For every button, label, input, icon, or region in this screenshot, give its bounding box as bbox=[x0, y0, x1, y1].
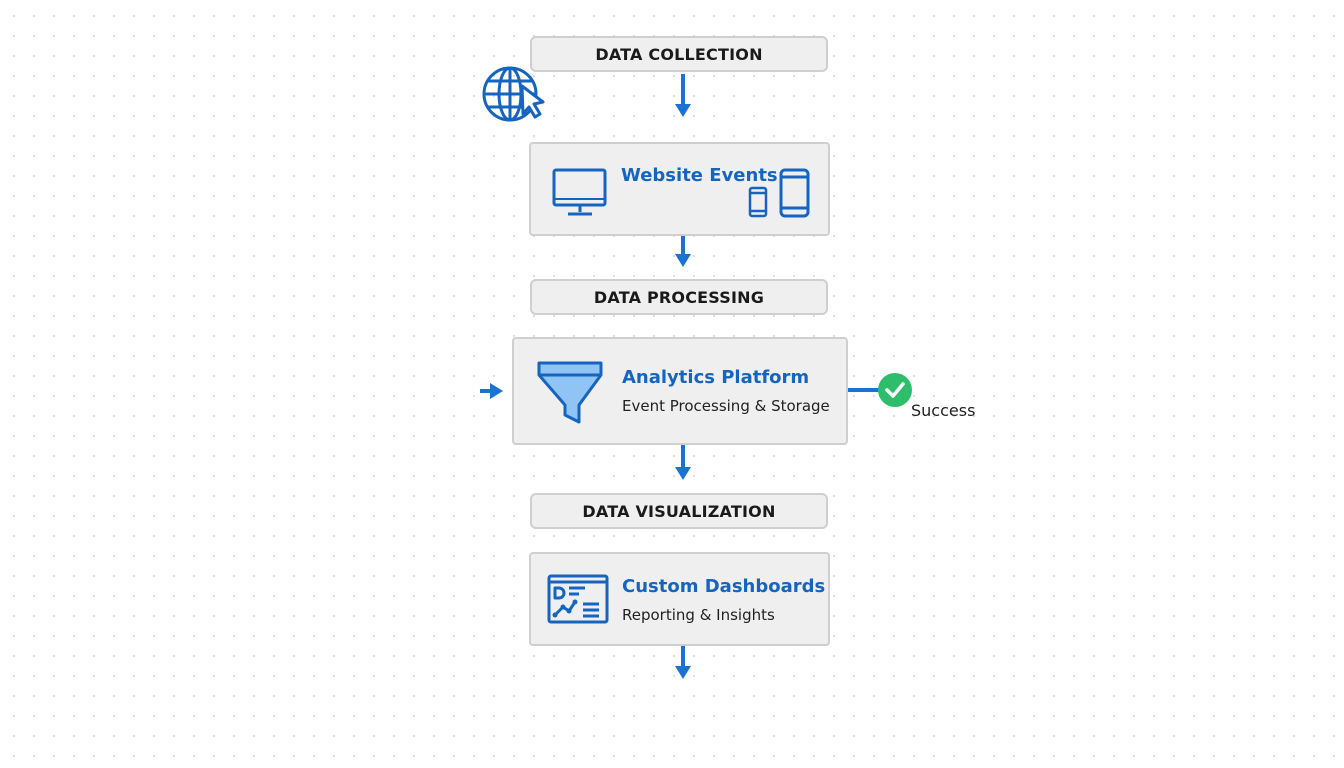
success-label: Success bbox=[911, 401, 976, 420]
dashboard-icon bbox=[547, 574, 609, 624]
website-events-title: Website Events bbox=[621, 165, 778, 186]
analytics-platform-node: Analytics Platform Event Processing & St… bbox=[512, 337, 848, 445]
phone-icon bbox=[779, 168, 810, 218]
custom-dashboards-node: Custom Dashboards Reporting & Insights bbox=[529, 552, 830, 646]
desktop-monitor-icon bbox=[552, 168, 607, 216]
globe-cursor-icon bbox=[482, 66, 545, 122]
funnel-icon bbox=[537, 361, 603, 424]
flow-arrow-down bbox=[675, 445, 691, 480]
custom-dashboards-title: Custom Dashboards bbox=[622, 576, 826, 597]
input-arrow-right bbox=[480, 383, 503, 399]
analytics-platform-subtitle: Event Processing & Storage bbox=[622, 397, 830, 415]
flow-arrow-down bbox=[675, 646, 691, 679]
stage-header-data-visualization: DATA VISUALIZATION bbox=[530, 493, 828, 529]
flow-arrow-down bbox=[675, 74, 691, 117]
checkmark-icon bbox=[885, 382, 905, 398]
flow-arrow-down bbox=[675, 236, 691, 267]
stage-header-data-collection: DATA COLLECTION bbox=[530, 36, 828, 72]
analytics-platform-title: Analytics Platform bbox=[622, 367, 810, 388]
stage-header-data-processing: DATA PROCESSING bbox=[530, 279, 828, 315]
phone-small-icon bbox=[748, 186, 768, 218]
website-events-node: Website Events bbox=[529, 142, 830, 236]
custom-dashboards-subtitle: Reporting & Insights bbox=[622, 606, 775, 624]
success-connector bbox=[848, 373, 912, 407]
